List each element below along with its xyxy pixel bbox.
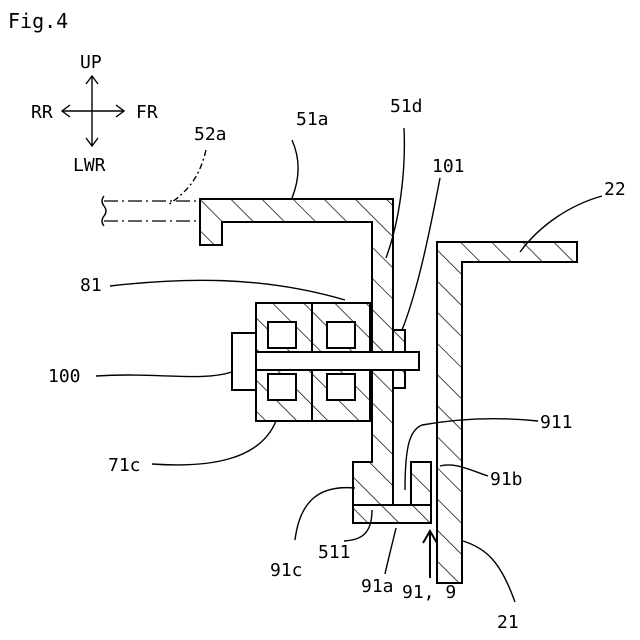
- label-91b: 91b: [490, 469, 523, 490]
- member-52a-phantom: [102, 196, 200, 226]
- cushion-81-pocket-upper-right: [327, 322, 355, 348]
- label-81: 81: [80, 275, 102, 296]
- direction-lower-label: LWR: [73, 155, 106, 176]
- bolt-100-shank: [256, 352, 419, 370]
- cushion-81-pocket-lower-left: [268, 374, 296, 400]
- label-21: 21: [497, 612, 519, 633]
- label-100: 100: [48, 366, 81, 387]
- cushion-81-pocket-upper-left: [268, 322, 296, 348]
- label-101: 101: [432, 156, 465, 177]
- label-52a: 52a: [194, 124, 227, 145]
- direction-front-label: FR: [136, 102, 158, 123]
- figure-title: Fig.4: [8, 9, 68, 33]
- cushion-81-pocket-lower-right: [327, 374, 355, 400]
- direction-compass: UP LWR RR FR: [31, 52, 158, 176]
- label-911: 911: [540, 412, 573, 433]
- direction-rear-label: RR: [31, 102, 53, 123]
- direction-up-label: UP: [80, 52, 102, 73]
- label-71c: 71c: [108, 455, 141, 476]
- bolt-100-head: [232, 333, 256, 390]
- label-51d: 51d: [390, 96, 423, 117]
- label-91-9: 91, 9: [402, 582, 456, 603]
- label-22: 22: [604, 179, 626, 200]
- label-91a: 91a: [361, 576, 394, 597]
- label-91c: 91c: [270, 560, 303, 581]
- label-51a: 51a: [296, 109, 329, 130]
- label-511: 511: [318, 542, 351, 563]
